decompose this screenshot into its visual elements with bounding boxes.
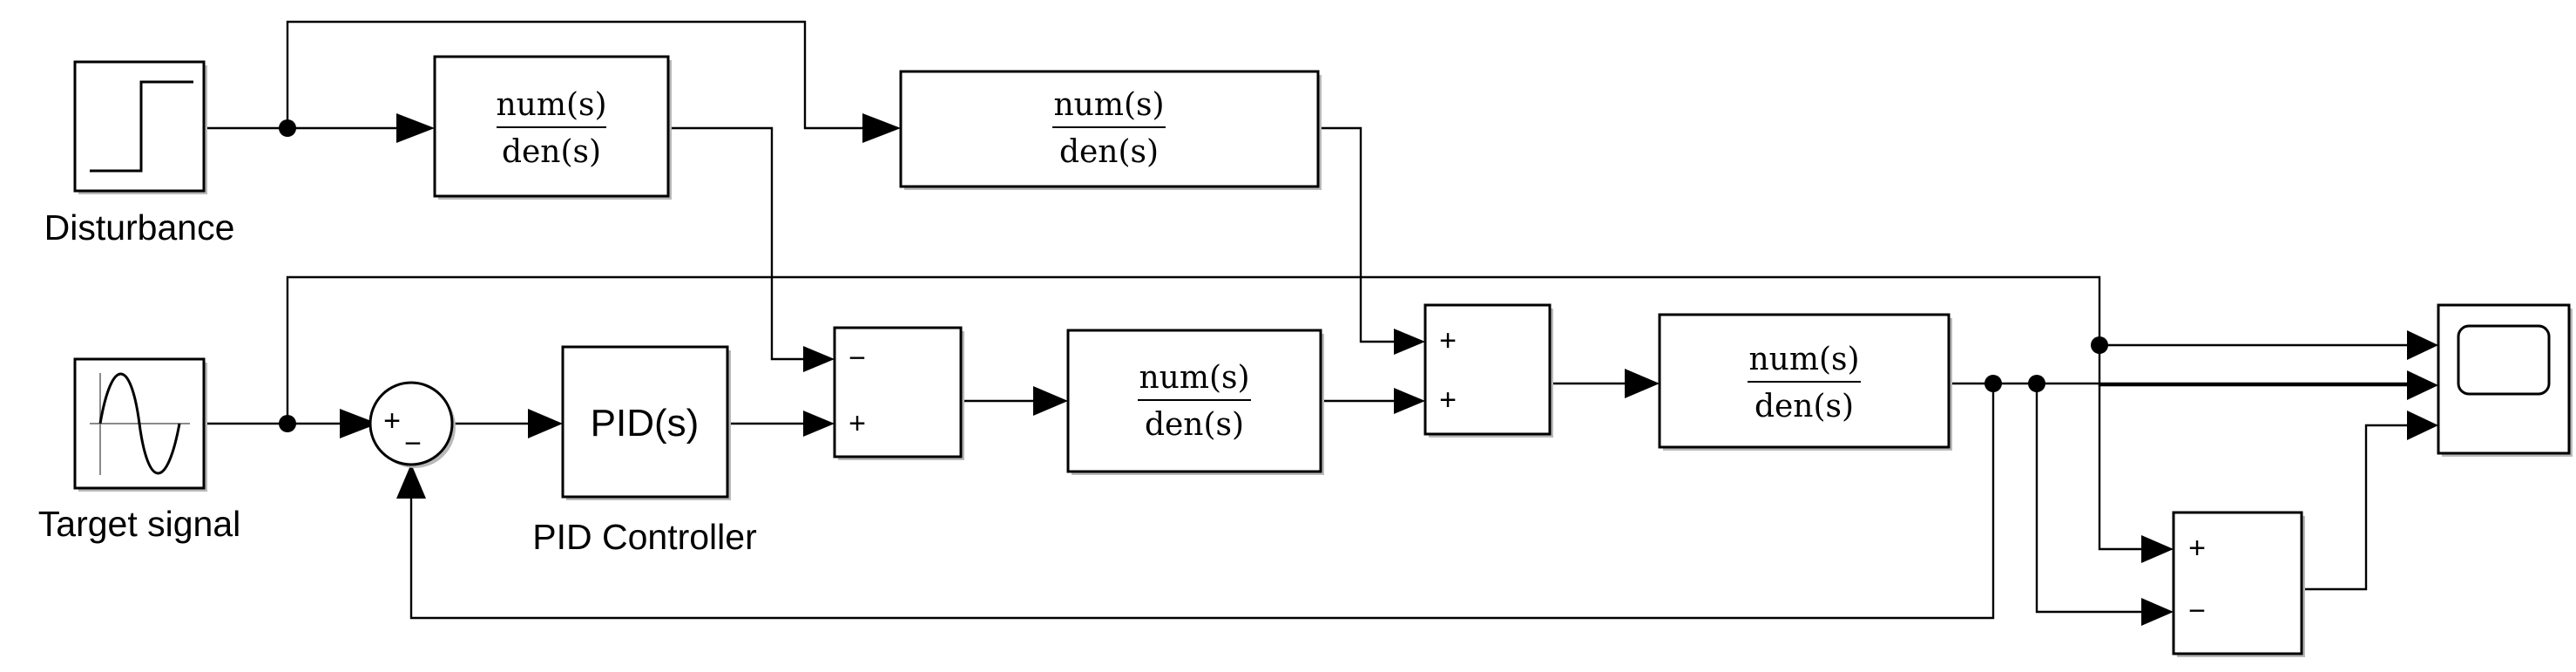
arrowhead [2141, 535, 2174, 563]
tf-numerator: num(s) [1748, 342, 1859, 377]
tf-numerator: num(s) [1053, 87, 1164, 123]
transfer-function-disturbance-1[interactable]: num(s) den(s) [433, 55, 672, 200]
scope-icon [2457, 324, 2551, 396]
arrowhead [1394, 329, 1425, 355]
sum-sign-plus: + [1439, 384, 1457, 417]
junction-dot [2091, 336, 2108, 354]
disturbance-block[interactable]: Disturbance [44, 60, 235, 248]
wire-step-to-tf2[interactable] [286, 20, 862, 130]
disturbance-label: Disturbance [44, 207, 235, 248]
junction-dot [2028, 375, 2045, 392]
sum-sign-plus: + [849, 407, 866, 440]
arrowhead [396, 113, 435, 143]
sine-wave-icon [98, 372, 181, 475]
wire-feedback[interactable] [409, 384, 1995, 620]
arrowhead [528, 409, 563, 438]
arrowhead [340, 409, 378, 438]
arrowhead [396, 464, 426, 499]
arrowhead [2407, 411, 2438, 440]
scope-block[interactable] [2437, 303, 2573, 457]
wire-target-to-error-sum[interactable] [2098, 385, 2141, 551]
transfer-function-plant-1[interactable]: num(s) den(s) [1066, 329, 1324, 475]
tf-denominator: den(s) [1755, 389, 1854, 424]
target-signal-block[interactable]: Target signal [38, 357, 240, 544]
sum-error[interactable]: + − [2172, 511, 2305, 657]
wire-output-to-error-sum[interactable] [2035, 384, 2141, 614]
arrowhead [2141, 598, 2174, 626]
tf-denominator: den(s) [1145, 407, 1244, 443]
wire-target-to-scope[interactable] [286, 275, 2407, 424]
wire-tf1-to-sum1[interactable] [668, 126, 810, 361]
signal-lines [204, 20, 2407, 620]
pid-controller-block[interactable]: PID(s) PID Controller [532, 345, 757, 557]
tf-denominator: den(s) [1059, 134, 1159, 170]
sum-sign-minus: − [849, 342, 866, 375]
junction-dot [1984, 375, 2002, 392]
wire-tf2-to-sum2[interactable] [1318, 126, 1401, 343]
arrowhead [862, 113, 901, 143]
tf-numerator: num(s) [496, 87, 606, 123]
arrowhead [2407, 370, 2438, 400]
arrowhead [803, 411, 835, 437]
arrowhead [1033, 386, 1068, 416]
junction-dot [279, 415, 296, 432]
arrowhead [803, 346, 835, 372]
tf-denominator: den(s) [502, 134, 601, 170]
target-signal-label: Target signal [38, 504, 240, 544]
pid-controller-label: PID Controller [532, 517, 756, 557]
wire-error-to-scope[interactable] [2305, 424, 2407, 591]
sum-sign-minus: − [2188, 594, 2206, 628]
branch-points [279, 119, 2108, 432]
pid-text: PID(s) [591, 402, 700, 445]
arrowhead [1394, 388, 1425, 414]
transfer-function-disturbance-2[interactable]: num(s) den(s) [899, 70, 1322, 190]
junction-dot [279, 119, 296, 137]
sum-sign-minus: − [404, 427, 422, 460]
sum-sign-plus: + [1439, 324, 1457, 357]
tf-numerator: num(s) [1139, 360, 1249, 396]
sum-disturbance-2[interactable]: + + [1423, 303, 1553, 438]
arrowhead [1625, 369, 1660, 398]
sum-feedback[interactable]: + − [368, 381, 456, 468]
transfer-function-plant-2[interactable]: num(s) den(s) [1658, 313, 1952, 451]
step-icon [90, 80, 193, 173]
sum-disturbance-1[interactable]: − + [833, 326, 964, 460]
sum-sign-plus: + [383, 404, 401, 438]
sum-sign-plus: + [2188, 532, 2206, 565]
arrowhead [2407, 330, 2438, 360]
arrowheads [340, 113, 2438, 626]
